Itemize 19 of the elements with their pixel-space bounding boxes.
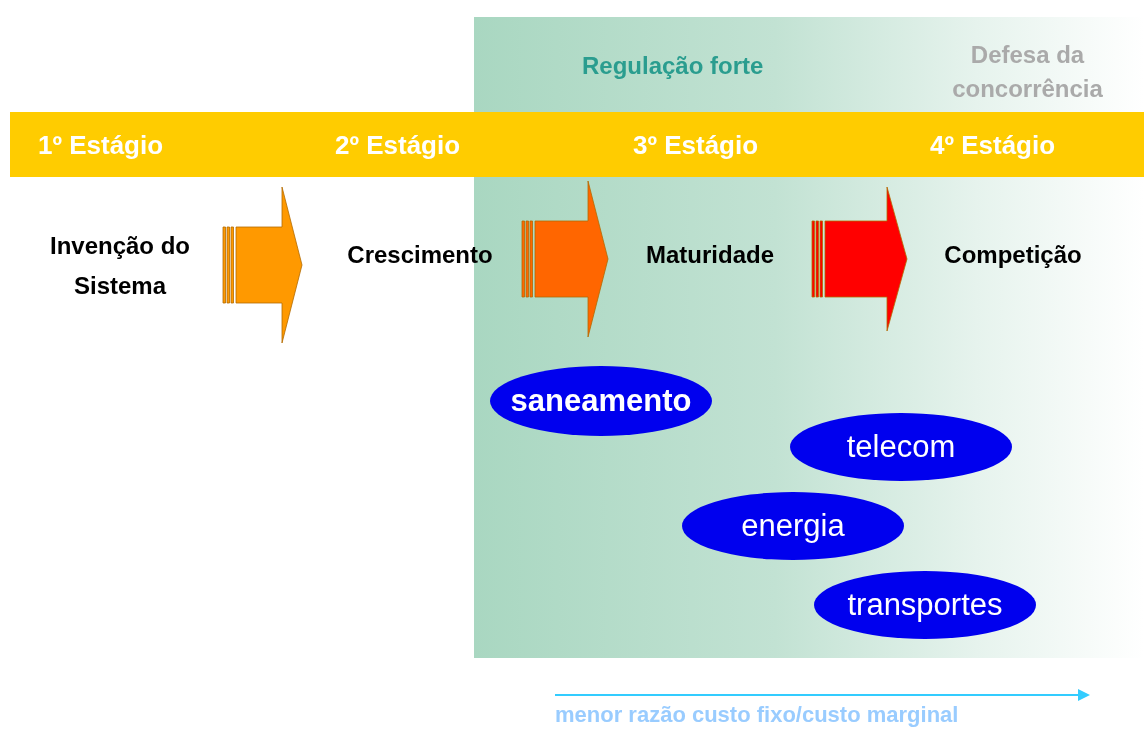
- zone-title: Defesa da concorrência: [951, 40, 1104, 104]
- stage-text: Crescimento: [332, 235, 508, 275]
- block-arrow: [521, 180, 609, 338]
- sector-ellipse: energia: [682, 492, 904, 560]
- sector-ellipse: telecom: [790, 413, 1012, 481]
- block-arrow: [811, 186, 908, 332]
- sector-ellipse: saneamento: [490, 366, 712, 436]
- axis-caption: menor razão custo fixo/custo marginal: [555, 702, 959, 728]
- block-arrow: [222, 186, 303, 344]
- stage-text: Invenção do Sistema: [45, 220, 195, 312]
- stage-label: 3º Estágio: [633, 130, 759, 161]
- stage-text: Maturidade: [630, 235, 790, 275]
- stage-label: 4º Estágio: [930, 130, 1056, 161]
- stage-band: [10, 112, 1144, 177]
- zone-title: Regulação forte: [582, 52, 764, 80]
- stage-text: Competição: [928, 235, 1098, 275]
- stage-label: 2º Estágio: [335, 130, 461, 161]
- stage-label: 1º Estágio: [38, 130, 164, 161]
- sector-ellipse: transportes: [814, 571, 1036, 639]
